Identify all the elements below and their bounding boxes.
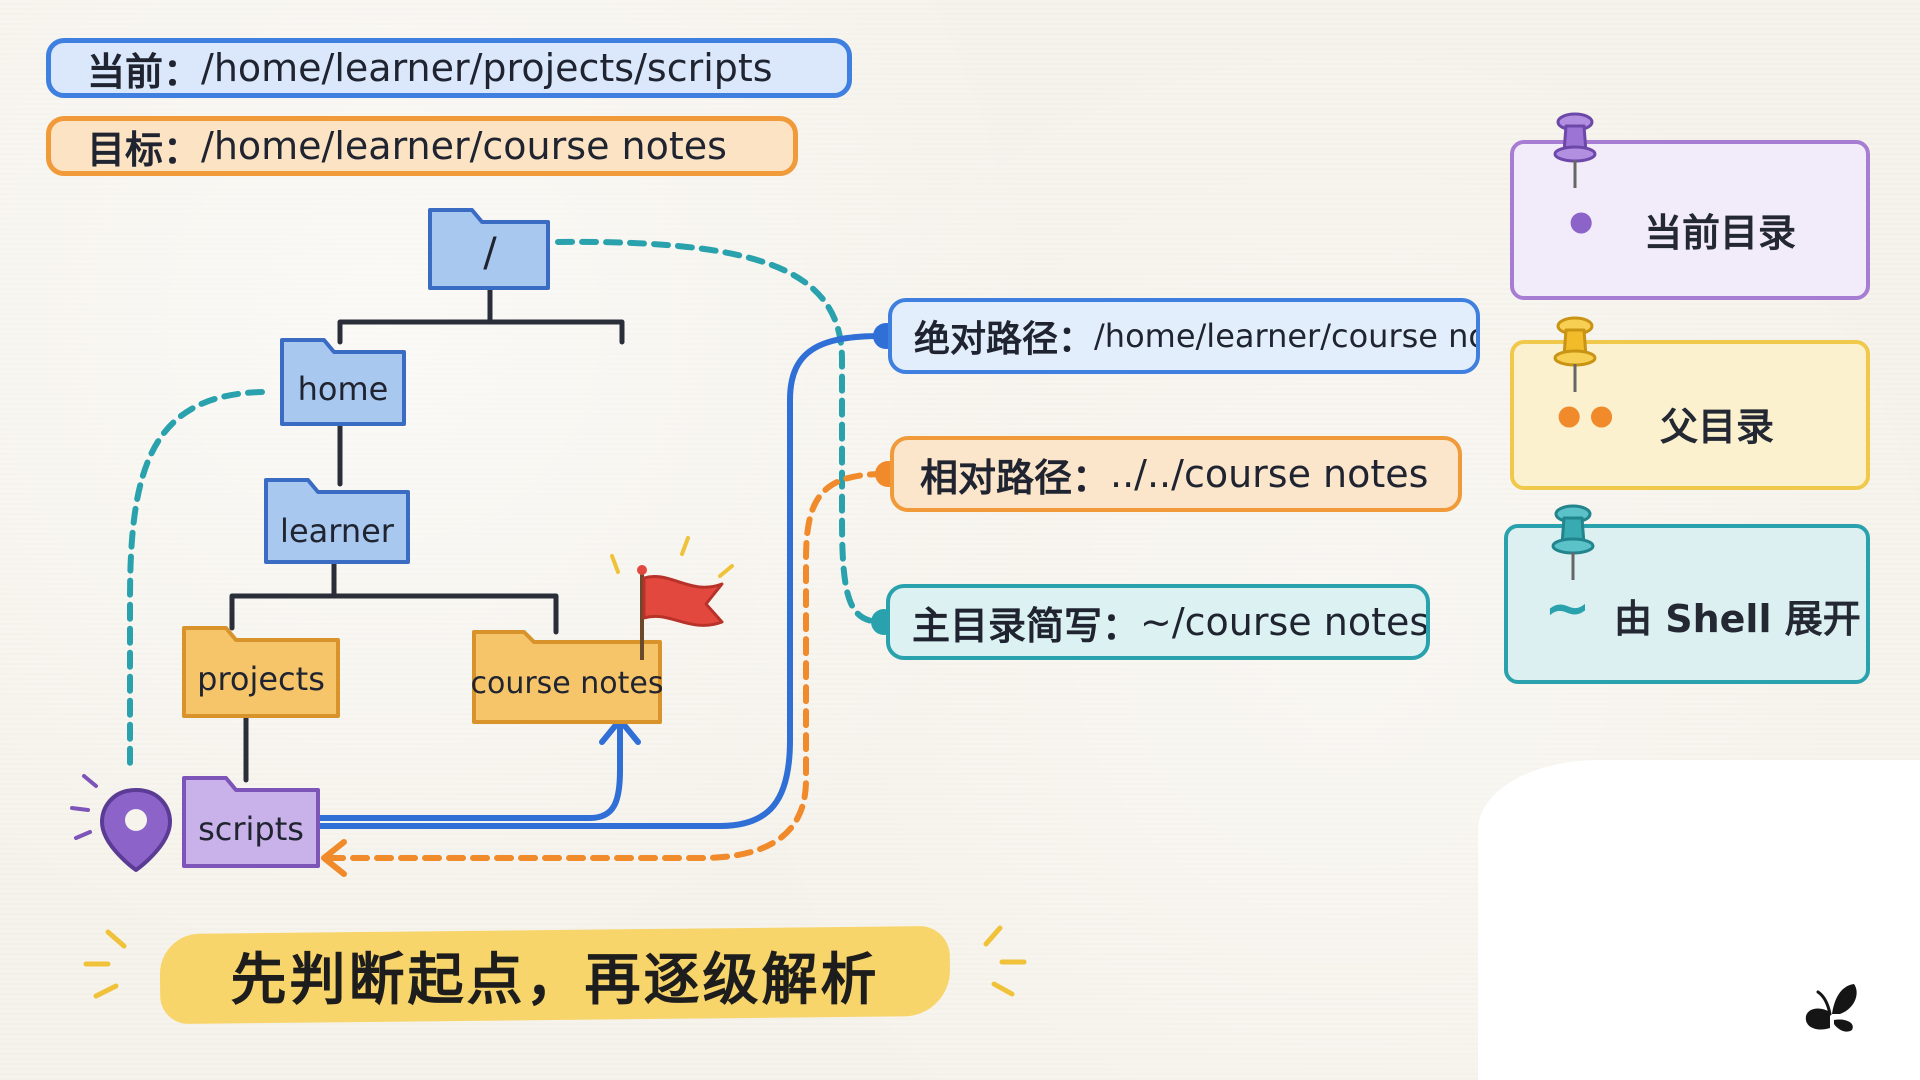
legend-tilde-symbol: ~: [1544, 576, 1591, 641]
pushpin-icon-teal: [1551, 504, 1595, 580]
teal-dashed-home-link: [127, 389, 265, 773]
folder-learner: learner: [264, 478, 410, 564]
blue-absolute-link: [315, 333, 885, 829]
tree-lines: [229, 287, 625, 783]
current-path-box: 当前： /home/learner/projects/scripts: [46, 38, 852, 98]
folder-learner-label: learner: [280, 512, 395, 550]
summary-sparks: [83, 925, 1027, 999]
teal-dashed-root-link: [555, 238, 885, 625]
home-shortcut-box: 主目录简写： ~/course notes: [886, 584, 1430, 660]
pushpin-icon-yellow: [1553, 316, 1597, 392]
home-short-label: 主目录简写：: [912, 603, 1141, 648]
legend-tilde: ~ 由 Shell 展开: [1504, 524, 1870, 684]
relative-value: ../../course notes: [1110, 452, 1429, 496]
red-flag-icon: [610, 536, 734, 660]
folder-course-notes: course notes: [470, 630, 664, 724]
folder-home: home: [280, 338, 406, 426]
folder-scripts-label: scripts: [198, 810, 304, 848]
legend-current-text: 当前目录: [1644, 211, 1797, 255]
absolute-label: 绝对路径：: [914, 319, 1095, 360]
absolute-value: /home/learner/course notes: [1094, 317, 1476, 355]
learner-children-connector: [229, 557, 559, 635]
current-path: /home/learner/projects/scripts: [201, 46, 773, 90]
butterfly-logo-icon: [1805, 984, 1857, 1032]
legend-parent-symbol: ••: [1550, 384, 1621, 454]
target-label: 目标：: [87, 127, 202, 172]
folder-course-notes-label: course notes: [470, 666, 663, 701]
pushpin-icon-purple: [1553, 112, 1597, 188]
target-path-box: 目标： /home/learner/course notes: [46, 116, 798, 176]
summary-text: 先判断起点，再逐级解析: [230, 947, 880, 1013]
blue-to-course-notes: [315, 722, 623, 821]
legend-parent-text: 父目录: [1660, 405, 1775, 449]
folder-projects-label: projects: [197, 660, 325, 698]
root-connector: [337, 287, 625, 345]
folder-root: /: [428, 208, 550, 290]
location-pin-icon: [70, 774, 172, 872]
folder-home-label: home: [298, 370, 389, 408]
home-short-value: ~/course notes: [1140, 600, 1430, 644]
legend-current-symbol: •: [1562, 190, 1601, 260]
orange-arrowhead-left: [321, 839, 347, 877]
absolute-path-box: 绝对路径： /home/learner/course notes: [888, 298, 1480, 374]
folder-scripts: scripts: [182, 776, 320, 868]
legend-tilde-text: 由 Shell 展开: [1614, 597, 1861, 641]
folder-root-label: /: [483, 230, 497, 276]
orange-relative-link: [327, 471, 887, 861]
relative-path-box: 相对路径： ../../course notes: [890, 436, 1462, 512]
target-path: /home/learner/course notes: [201, 124, 727, 168]
folder-projects: projects: [182, 626, 340, 718]
legend-current-dir: • 当前目录: [1510, 140, 1870, 300]
relative-label: 相对路径：: [920, 455, 1111, 500]
current-label: 当前：: [87, 49, 202, 94]
